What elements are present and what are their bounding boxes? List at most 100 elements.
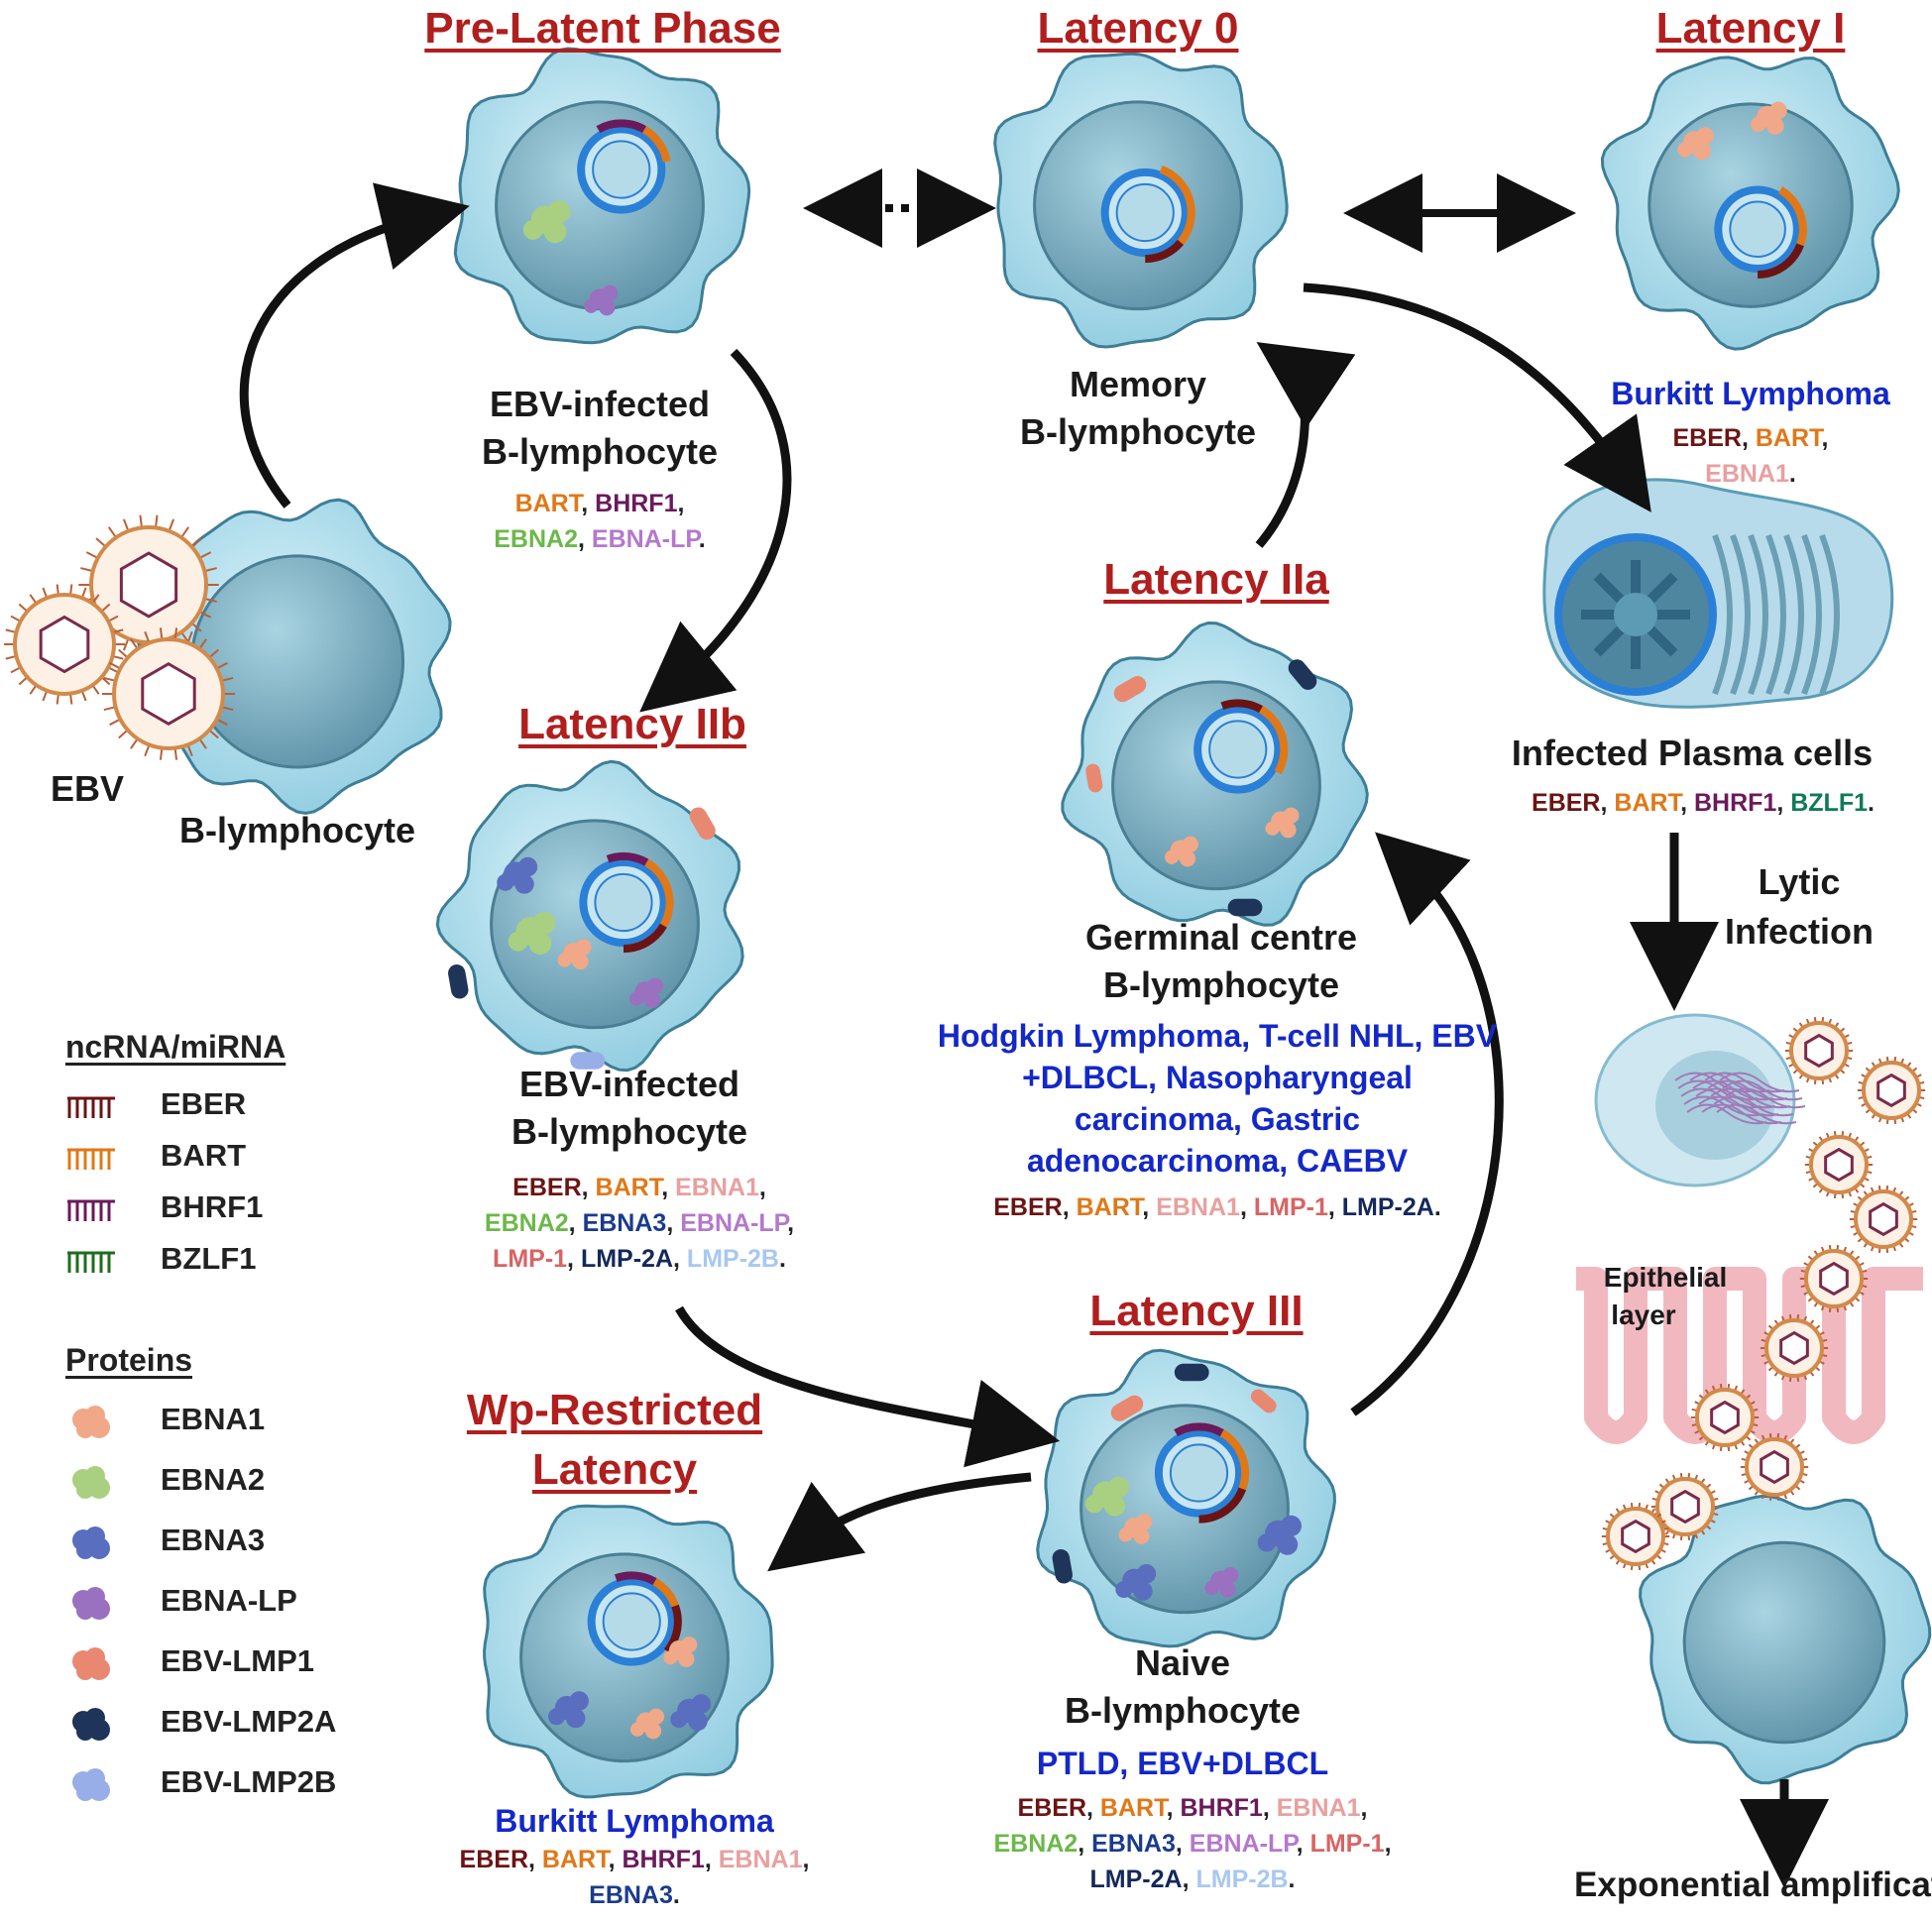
gene-lmp-2a: LMP-2A xyxy=(580,1245,674,1273)
arrow-iib-to-iii xyxy=(675,1305,1061,1468)
virion-lytic-3 xyxy=(1804,1130,1874,1199)
gene-lmp-1: LMP-1 xyxy=(493,1245,568,1273)
cell-lytic-burst xyxy=(1594,1013,1806,1187)
separator: , xyxy=(1078,1830,1092,1858)
virion-lytic-5 xyxy=(1799,1244,1869,1313)
label-epithelial-2: layer xyxy=(1611,1300,1676,1330)
rna-eber-icon xyxy=(67,1096,115,1118)
separator: , xyxy=(1175,1830,1190,1858)
separator: , xyxy=(1142,1193,1157,1221)
virion-lytic-9 xyxy=(1650,1472,1720,1541)
gene-ebna1: EBNA1 xyxy=(1276,1794,1361,1822)
separator: , xyxy=(673,1245,687,1273)
rna-bzlf1-icon xyxy=(67,1251,115,1273)
gene-lmp-2a: LMP-2A xyxy=(1089,1865,1183,1893)
title-latency-iib: Latency IIb xyxy=(518,700,746,748)
separator: , xyxy=(661,1174,676,1201)
label-exponential: Exponential amplification xyxy=(1574,1865,1932,1904)
gene-line: EBER, BART, xyxy=(1673,420,1829,456)
label-germinal-1: Germinal centre xyxy=(1084,917,1358,958)
separator: , xyxy=(1741,424,1756,452)
arrow-blymph-to-pre xyxy=(239,182,470,508)
separator: , xyxy=(1262,1794,1277,1822)
cell-latency-iii xyxy=(1036,1348,1336,1648)
title-latency-i: Latency I xyxy=(1655,4,1846,53)
gene-eber: EBER xyxy=(993,1193,1063,1221)
virion-lytic-8 xyxy=(1740,1432,1809,1502)
separator: . xyxy=(672,1881,680,1909)
epithelial-layer xyxy=(1576,1267,1923,1444)
arrows-layer xyxy=(239,169,1829,1888)
label-memory-2: B-lymphocyte xyxy=(1019,411,1257,452)
separator: . xyxy=(1788,460,1796,488)
cell-latency-iia xyxy=(1061,621,1369,927)
genes-germinal: EBER, BART, EBNA1, LMP-1, LMP-2A. xyxy=(993,1189,1441,1225)
gene-line: EBNA2, EBNA3, EBNA-LP, xyxy=(485,1205,794,1241)
cell-latency-i xyxy=(1600,56,1900,351)
virion-3 xyxy=(101,627,236,760)
title-latency-iii: Latency III xyxy=(1089,1287,1304,1335)
separator: , xyxy=(578,525,592,553)
genes-wp: EBER, BART, BHRF1, EBNA1,EBNA3. xyxy=(460,1842,810,1913)
cell-lytic-infected xyxy=(1639,1494,1932,1785)
separator: , xyxy=(1360,1794,1368,1822)
separator: , xyxy=(1821,424,1829,452)
separator: , xyxy=(1086,1794,1100,1822)
separator: . xyxy=(1868,789,1875,817)
separator: , xyxy=(677,490,685,517)
gene-bart: BART xyxy=(1099,1794,1167,1822)
gene-line: EBER, BART, BHRF1, BZLF1. xyxy=(1532,785,1875,821)
gene-eber: EBER xyxy=(1532,789,1601,817)
gene-bart: BART xyxy=(1614,789,1681,817)
arrow-pre-to-iib xyxy=(639,348,792,713)
gene-ebna-lp: EBNA-LP xyxy=(591,525,699,553)
rna-bart-icon xyxy=(67,1148,115,1170)
gene-bhrf1: BHRF1 xyxy=(622,1846,705,1873)
legend-rna-label: BART xyxy=(161,1138,247,1173)
virion-lytic-2 xyxy=(1857,1056,1926,1125)
separator: , xyxy=(1776,789,1791,817)
protein-ebv-lmp2a-icon xyxy=(72,1708,110,1741)
arrow-iii-to-iia xyxy=(1350,832,1504,1416)
virion-lytic-4 xyxy=(1849,1185,1918,1254)
label-lytic-2: Infection xyxy=(1725,911,1874,952)
arrow-iia-to-lat0 xyxy=(1255,341,1356,548)
disease-germinal-3: carcinoma, Gastric xyxy=(1074,1101,1361,1137)
separator: , xyxy=(704,1846,719,1873)
gene-ebna1: EBNA1 xyxy=(1156,1193,1240,1221)
separator: , xyxy=(567,1245,581,1273)
label-lytic-1: Lytic xyxy=(1758,861,1841,902)
gene-eber: EBER xyxy=(459,1846,529,1873)
protein-ebna1-icon xyxy=(72,1406,110,1438)
protein-ebv-lmp2b-icon xyxy=(72,1768,110,1801)
legend-protein-label: EBNA-LP xyxy=(161,1583,297,1618)
legend-protein-label: EBNA1 xyxy=(161,1402,266,1436)
separator: , xyxy=(1600,789,1615,817)
gene-line: EBER, BART, EBNA1, LMP-1, LMP-2A. xyxy=(993,1189,1441,1225)
gene-lmp-2b: LMP-2B xyxy=(686,1245,779,1273)
gene-ebna1: EBNA1 xyxy=(718,1846,803,1873)
gene-eber: EBER xyxy=(1672,424,1742,452)
separator: , xyxy=(787,1209,795,1237)
label-pre-2: B-lymphocyte xyxy=(481,431,719,472)
arrow-iii-to-wp xyxy=(767,1472,1032,1572)
virions-layer xyxy=(4,514,1926,1571)
cell-pre-latent xyxy=(453,47,751,345)
virion-lytic-6 xyxy=(1760,1313,1829,1383)
cell-wp-restricted xyxy=(483,1504,774,1799)
title-wp-restricted: Wp-Restricted xyxy=(466,1386,763,1434)
gene-ebna3: EBNA3 xyxy=(582,1209,667,1237)
genes-plasma: EBER, BART, BHRF1, BZLF1. xyxy=(1532,785,1875,821)
gene-bhrf1: BHRF1 xyxy=(1693,789,1777,817)
legend-protein-label: EBNA2 xyxy=(161,1462,266,1497)
gene-line: EBER, BART, EBNA1, xyxy=(485,1170,794,1205)
separator: , xyxy=(608,1846,623,1873)
arrow-lat0-to-plasma xyxy=(1303,282,1651,512)
gene-lmp-1: LMP-1 xyxy=(1309,1830,1385,1858)
label-naive-2: B-lymphocyte xyxy=(1064,1690,1302,1731)
disease-naive: PTLD, EBV+DLBCL xyxy=(1036,1746,1329,1781)
cells-layer xyxy=(136,47,1932,1799)
label-b-lymphocyte: B-lymphocyte xyxy=(178,810,416,850)
separator: , xyxy=(1384,1830,1392,1858)
protein-ebna3-icon xyxy=(72,1526,110,1559)
